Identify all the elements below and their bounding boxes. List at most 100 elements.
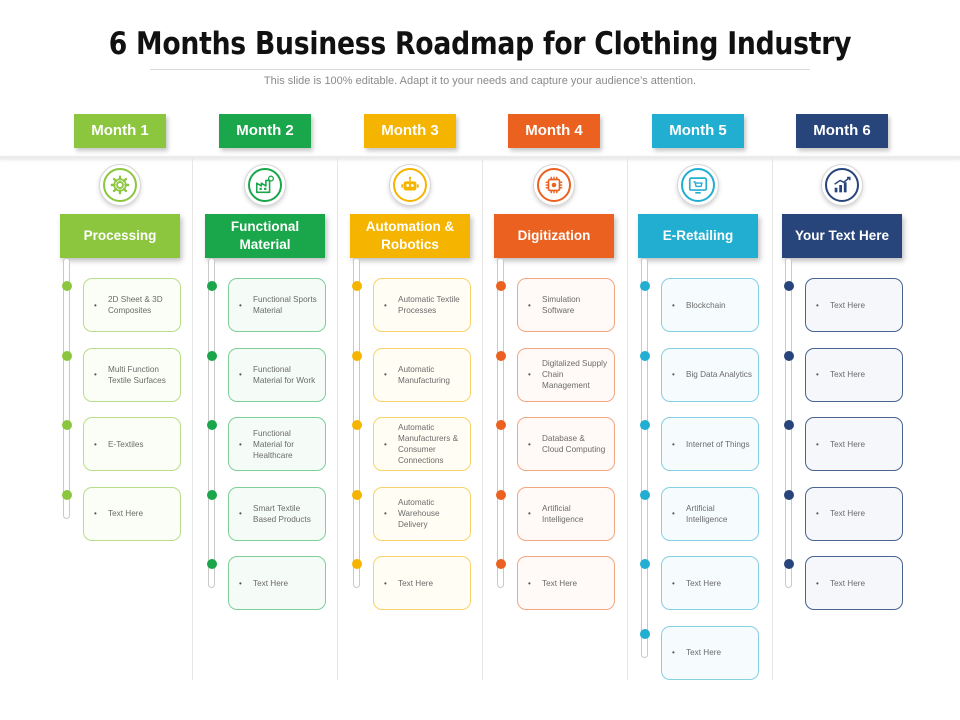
- chip-icon: [533, 164, 575, 206]
- bullet-icon: •: [528, 509, 531, 518]
- bullet-icon: •: [672, 300, 675, 310]
- roadmap-item-card: • Text Here: [805, 278, 903, 332]
- timeline-dot: [495, 350, 506, 361]
- bullet-icon: •: [239, 578, 242, 588]
- column-divider: [192, 158, 193, 680]
- gear-icon: [99, 164, 141, 206]
- timeline-dot: [351, 281, 362, 291]
- roadmap-item-card: •E-Textiles: [83, 417, 181, 471]
- bullet-icon: •: [672, 370, 675, 379]
- timeline-dot: [351, 559, 362, 569]
- month-5-tag: Month 5: [652, 114, 744, 148]
- month-6-heading: Your Text Here: [782, 214, 902, 258]
- roadmap-item-card: •Text Here: [661, 556, 759, 610]
- roadmap-item-text: Database & Cloud Computing: [542, 434, 606, 454]
- month-1-timeline-rail: [63, 258, 70, 519]
- cart-screen-icon-ring: [681, 168, 715, 202]
- bullet-icon: •: [384, 439, 387, 449]
- month-4-tag: Month 4: [508, 114, 600, 148]
- month-3-heading: Automation & Robotics: [350, 214, 470, 258]
- roadmap-item-card: •Functional Material for Healthcare: [228, 417, 326, 471]
- timeline-dot: [783, 489, 794, 500]
- timeline-dot: [495, 489, 506, 500]
- month-4-heading: Digitization: [494, 214, 614, 258]
- roadmap-item-card: •Text Here: [517, 556, 615, 610]
- roadmap-item-card: •Text Here: [805, 417, 903, 471]
- bullet-icon: •: [94, 370, 97, 379]
- roadmap-item-card: •2D Sheet & 3D Composites: [83, 278, 181, 332]
- roadmap-item-text: Smart Textile Based Products: [253, 503, 311, 524]
- month-2-heading: Functional Material: [205, 214, 325, 258]
- timeline-dot: [351, 420, 362, 430]
- roadmap-item-card: • Multi Function Textile Surfaces: [83, 347, 181, 402]
- timeline-dot: [206, 489, 217, 500]
- bullet-icon: •: [816, 509, 819, 518]
- roadmap-item-card: •Functional Material for Work: [228, 347, 326, 402]
- title-divider: [150, 69, 810, 70]
- factory-icon: [244, 164, 286, 206]
- roadmap-item-text: Digitalized Supply Chain Management: [542, 359, 608, 390]
- roadmap-item-card: •Text Here: [83, 486, 181, 541]
- timeline-dot: [206, 350, 217, 361]
- roadmap-item-text: Blockchain: [686, 300, 726, 310]
- bullet-icon: •: [528, 300, 531, 310]
- bullet-icon: •: [384, 300, 387, 310]
- roadmap-item-text: Text Here: [830, 370, 866, 379]
- month-1-tag: Month 1: [74, 114, 166, 148]
- timeline-band: [0, 156, 960, 159]
- column-divider: [337, 158, 338, 680]
- roadmap-item-card: •Text Here: [805, 347, 903, 402]
- bullet-icon: •: [816, 300, 819, 310]
- roadmap-item-text: Multi Function Textile Surfaces: [108, 364, 166, 385]
- robot-icon: [389, 164, 431, 206]
- roadmap-item-card: •Database & Cloud Computing: [517, 417, 615, 471]
- gear-icon-ring: [103, 168, 137, 202]
- timeline-dot: [495, 281, 506, 291]
- page-subtitle: This slide is 100% editable. Adapt it to…: [263, 75, 697, 87]
- roadmap-item-text: Text Here: [108, 509, 144, 518]
- timeline-dot: [639, 420, 650, 430]
- roadmap-item-text: Text Here: [542, 578, 578, 588]
- bullet-icon: •: [239, 439, 242, 449]
- roadmap-item-text: Text Here: [830, 300, 866, 310]
- cart-screen-icon: [677, 164, 719, 206]
- timeline-dot: [639, 559, 650, 569]
- roadmap-item-card: •Simulation Software: [517, 278, 615, 332]
- roadmap-item-card: • Blockchain: [661, 278, 759, 332]
- column-divider: [772, 158, 773, 680]
- factory-icon-ring: [248, 168, 282, 202]
- roadmap-item-card: •Big Data Analytics: [661, 347, 759, 402]
- timeline-dot: [61, 489, 72, 500]
- column-divider: [482, 158, 483, 680]
- timeline-dot: [351, 489, 362, 500]
- bullet-icon: •: [672, 578, 675, 588]
- month-5-timeline-rail: [641, 258, 648, 658]
- timeline-dot: [206, 281, 217, 291]
- timeline-dot: [61, 350, 72, 361]
- roadmap-item-text: Automatic Manufacturers & Consumer Conne…: [398, 423, 459, 465]
- robot-icon-ring: [393, 168, 427, 202]
- timeline-dot: [639, 350, 650, 361]
- roadmap-item-text: Automatic Manufacturing: [398, 364, 450, 385]
- roadmap-item-text: Automatic Warehouse Delivery: [398, 498, 440, 529]
- timeline-dot: [206, 559, 217, 569]
- roadmap-item-card: •Functional Sports Material: [228, 278, 326, 332]
- bullet-icon: •: [239, 509, 242, 518]
- roadmap-item-card: • Automatic Manufacturers & Consumer Conn…: [373, 417, 471, 471]
- month-1-heading: Processing: [60, 214, 180, 258]
- roadmap-item-text: E-Textiles: [108, 439, 144, 449]
- month-6-tag: Month 6: [796, 114, 888, 148]
- roadmap-item-card: •Text Here: [805, 556, 903, 610]
- timeline-dot: [351, 350, 362, 361]
- bar-chart-icon-ring: [825, 168, 859, 202]
- month-3-tag: Month 3: [364, 114, 456, 148]
- timeline-dot: [783, 559, 794, 569]
- column-divider: [627, 158, 628, 680]
- bullet-icon: •: [528, 370, 531, 379]
- roadmap-item-text: Artificial Intelligence: [542, 503, 584, 524]
- timeline-dot: [495, 559, 506, 569]
- roadmap-item-text: Text Here: [253, 578, 289, 588]
- bullet-icon: •: [239, 300, 242, 310]
- roadmap-item-card: •Text Here: [661, 625, 759, 680]
- roadmap-item-text: 2D Sheet & 3D Composites: [108, 295, 163, 315]
